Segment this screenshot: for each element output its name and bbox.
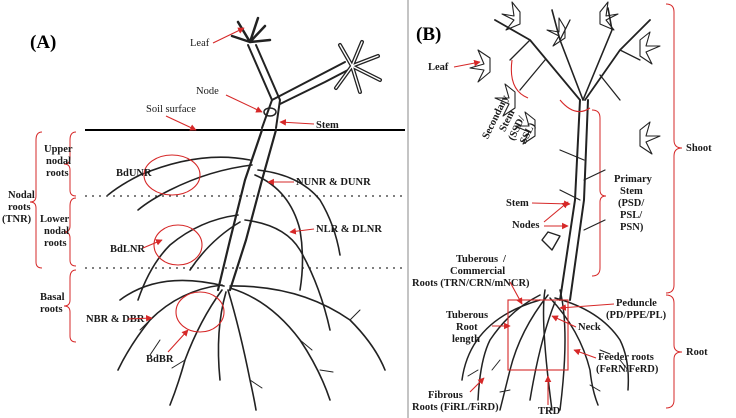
- lower-brace: [63, 197, 77, 267]
- plant-a-stem: [230, 16, 382, 129]
- primary-l5: PSN): [620, 222, 644, 233]
- nbr-arrow: [127, 314, 153, 322]
- b-stem-arrow: [531, 200, 571, 208]
- nlr-arrow: [289, 227, 315, 235]
- tnr-brace: [29, 131, 43, 269]
- tuberous-arrow: [509, 281, 523, 305]
- panel-a: (A): [2, 16, 405, 411]
- a-soil-surface-label: Soil surface: [146, 104, 196, 115]
- nunr-dunr-label: NUNR & DUNR: [296, 177, 371, 188]
- a-node-arrow: [225, 94, 263, 113]
- panel-b-label: (B): [416, 24, 441, 45]
- basal-l2: roots: [40, 304, 63, 315]
- a-stem-label: Stem: [316, 120, 339, 131]
- bdbr-arrow: [167, 329, 189, 353]
- trl-l1: Tuberous: [446, 310, 488, 321]
- plant-b-roots: [461, 289, 630, 411]
- primary-stem-curve: [559, 99, 591, 113]
- peduncle-arrow: [559, 303, 615, 311]
- trl-l3: length: [452, 334, 480, 345]
- a-node-label: Node: [196, 86, 219, 97]
- trd-label: TRD: [538, 406, 561, 417]
- shoot-label: Shoot: [686, 143, 712, 154]
- plant-a-roots: [107, 156, 386, 411]
- primary-l4: PSL/: [620, 210, 643, 221]
- a-leaf-label: Leaf: [190, 38, 210, 49]
- root-label: Root: [686, 347, 708, 358]
- bdbr-label: BdBR: [146, 354, 174, 365]
- upper-brace: [63, 131, 77, 197]
- trl-l2: Root: [456, 322, 478, 333]
- feeder-l2: (FeRN/FeRD): [596, 364, 659, 375]
- feeder-arrow: [573, 348, 597, 359]
- nodal-roots-l1: Nodal: [8, 190, 35, 201]
- bdlnr-label: BdLNR: [110, 244, 145, 255]
- primary-l3: (PSD/: [618, 198, 645, 209]
- bdunr-circle: [143, 154, 201, 196]
- fibrous-l1: Fibrous: [428, 390, 463, 401]
- primary-stem-brace: [591, 109, 607, 277]
- root-brace: [665, 294, 683, 409]
- feeder-l1: Feeder roots: [598, 352, 654, 363]
- neck-label: Neck: [578, 322, 601, 333]
- tuberous-l4: Roots (TRN/CRN/mNCR): [412, 278, 530, 289]
- bdlnr-arrow: [142, 239, 163, 249]
- upper-l3: roots: [46, 168, 69, 179]
- lower-l2: nodal: [44, 226, 69, 237]
- basal-l1: Basal: [40, 292, 65, 303]
- plant-b-shoot: [469, 1, 661, 301]
- peduncle-l1: Peduncle: [616, 298, 657, 309]
- tuberous-region-box: [507, 299, 569, 371]
- tuberous-l2: /: [502, 254, 507, 265]
- a-soil-arrow: [165, 115, 197, 131]
- a-stem-arrow: [279, 119, 315, 126]
- b-stem-label: Stem: [506, 198, 529, 209]
- neck-arrow: [551, 315, 577, 328]
- primary-l1: Primary: [614, 174, 653, 185]
- panel-b: (B): [412, 1, 712, 417]
- secondary-stem-curve: [510, 59, 529, 99]
- fibrous-arrow: [469, 377, 485, 393]
- secondary-stem-label-group: Secondary Stem (SSD/ SSL): [481, 93, 538, 146]
- shoot-brace: [665, 3, 683, 294]
- plant-b-stem-segment: [541, 231, 561, 251]
- b-leaf-arrow: [453, 59, 481, 68]
- lower-l3: roots: [44, 238, 67, 249]
- bdlnr-circle: [153, 224, 203, 266]
- tuberous-l3: Commercial: [450, 266, 505, 277]
- nodes-arrow-1: [543, 201, 569, 223]
- bdbr-circle: [175, 291, 225, 333]
- tuberous-l1: Tuberous: [456, 254, 498, 265]
- fibrous-l2: Roots (FiRL/FiRD): [412, 402, 499, 413]
- primary-l2: Stem: [620, 186, 643, 197]
- upper-l1: Upper: [44, 144, 73, 155]
- nbr-dbr-label: NBR & DBR: [86, 314, 145, 325]
- lower-l1: Lower: [40, 214, 69, 225]
- nodal-roots-l3: (TNR): [2, 214, 32, 225]
- nlr-dlnr-label: NLR & DLNR: [316, 224, 382, 235]
- panel-a-label: (A): [30, 32, 56, 53]
- basal-brace: [63, 269, 77, 343]
- b-nodes-label: Nodes: [512, 220, 539, 231]
- plant-a-underground-stem: [216, 128, 278, 292]
- peduncle-l2: (PD/PPE/PL): [606, 310, 667, 321]
- nodal-roots-l2: roots: [8, 202, 31, 213]
- upper-l2: nodal: [46, 156, 71, 167]
- b-leaf-label: Leaf: [428, 62, 449, 73]
- a-leaf-arrow: [212, 27, 245, 44]
- bdunr-label: BdUNR: [116, 168, 152, 179]
